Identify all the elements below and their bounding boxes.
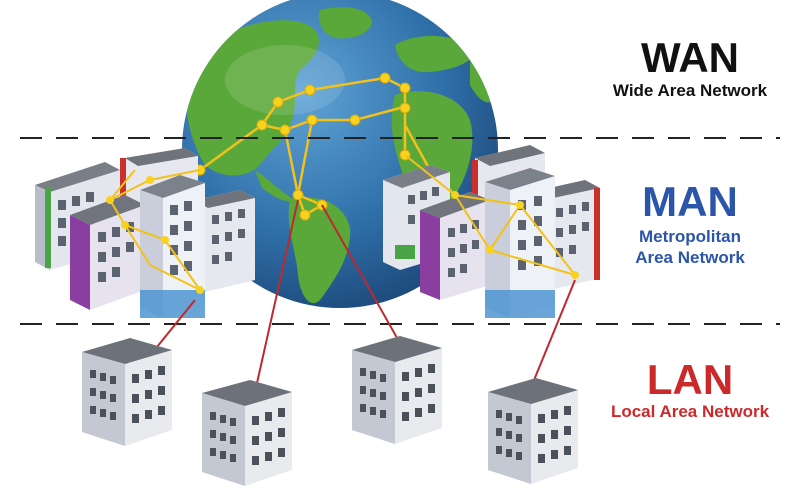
lan-building-1	[82, 338, 172, 446]
lan-building-4	[488, 378, 578, 484]
lan-building-3	[352, 336, 442, 444]
man-cluster-left	[35, 148, 255, 318]
lan-title: LAN	[646, 356, 734, 403]
building-icon	[485, 168, 555, 318]
lan-subtitle: Local Area Network	[610, 402, 770, 421]
man-cluster-right	[383, 145, 600, 318]
lan-building-2	[202, 380, 292, 486]
building-icon	[420, 192, 490, 300]
man-subtitle: Metropolitan Area Network	[600, 226, 780, 268]
man-subtitle-line2: Area Network	[635, 248, 745, 267]
building-icon	[70, 195, 145, 310]
man-subtitle-line1: Metropolitan	[639, 227, 741, 246]
wan-title: WAN	[641, 34, 739, 81]
building-icon	[195, 190, 255, 292]
wan-subtitle: Wide Area Network	[612, 81, 768, 100]
man-title: MAN	[642, 178, 738, 225]
building-icon	[140, 175, 205, 318]
